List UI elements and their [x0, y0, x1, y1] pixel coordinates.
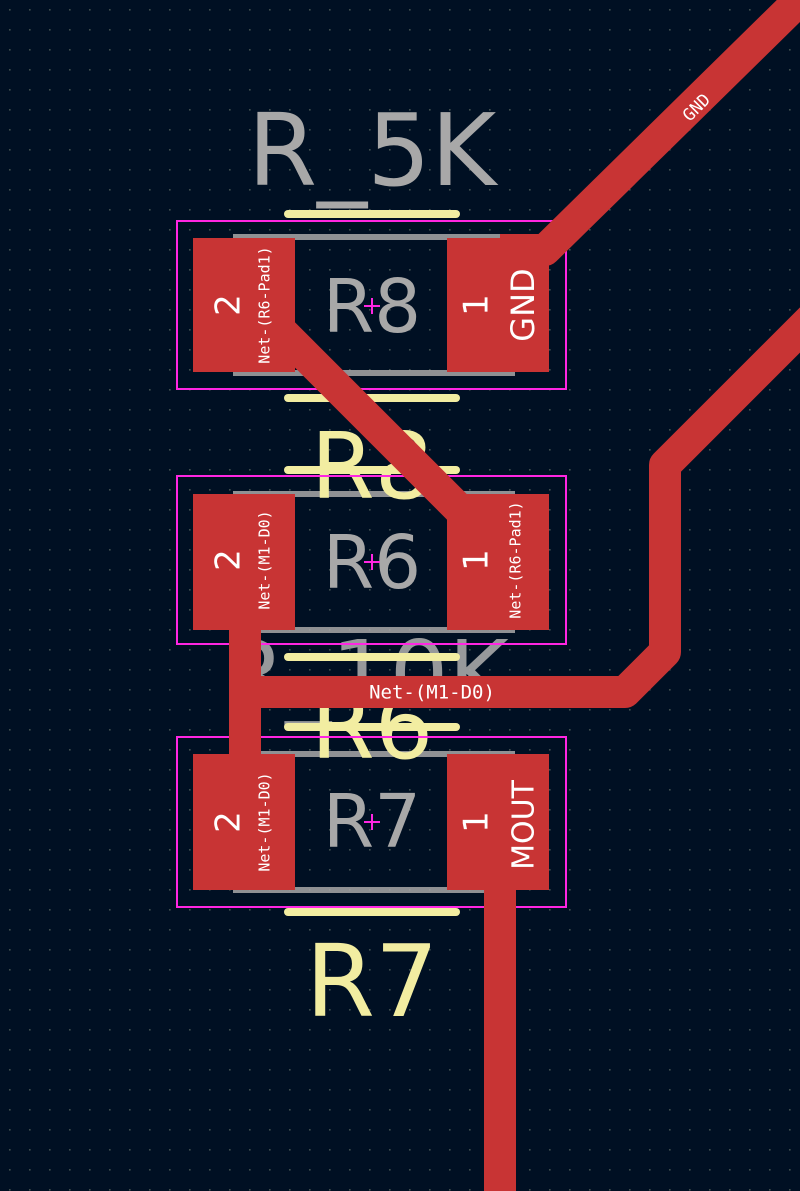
- r6-pad2-net: Net-(M1-D0): [256, 510, 274, 609]
- r8-pad1-number: 1: [457, 294, 497, 316]
- r6-pad2-number: 2: [209, 549, 249, 571]
- r7-pad-1[interactable]: [447, 754, 549, 890]
- r7-pad-2[interactable]: [193, 754, 295, 890]
- r6-pad-1[interactable]: [447, 494, 549, 630]
- r7-pad2-net: Net-(M1-D0): [256, 772, 274, 871]
- r8-pad2-number: 2: [209, 294, 249, 316]
- r7-pad1-net: MOUT: [507, 779, 542, 869]
- r7-value-text: R_10K: [221, 621, 511, 728]
- r6-pad1-net: Net-(R6-Pad1): [507, 501, 525, 618]
- r6-pad-2[interactable]: [193, 494, 295, 630]
- r7-silk-reference: R7: [305, 923, 438, 1040]
- r8-pad-1[interactable]: [447, 238, 549, 372]
- r8-pad2-net: Net-(R6-Pad1): [256, 246, 274, 363]
- r8-pad1-net: GND: [504, 268, 542, 341]
- courtyards: [176, 220, 567, 908]
- r7-pad2-number: 2: [209, 811, 249, 833]
- trace-m1-d0-label: Net-(M1-D0): [369, 682, 495, 704]
- r8-pad-2[interactable]: [193, 238, 295, 372]
- r6-pad1-number: 1: [457, 549, 497, 571]
- footprint-anchors: [364, 298, 380, 830]
- pads: [193, 238, 549, 890]
- r8-value-text: R_5K: [248, 92, 499, 209]
- silkscreen-lines: [284, 210, 460, 916]
- trace-m1-d0: [245, 307, 800, 708]
- r7-pad1-number: 1: [457, 811, 497, 833]
